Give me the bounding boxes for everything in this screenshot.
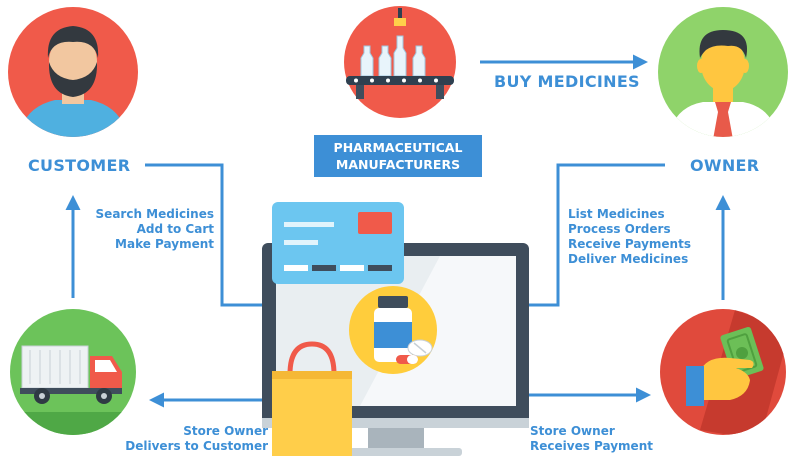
owner-action: Process Orders — [568, 222, 671, 236]
owner-avatar-icon — [658, 7, 788, 137]
delivery-line: Delivers to Customer — [125, 439, 268, 453]
customer-action: Search Medicines — [95, 207, 214, 221]
owner-label: OWNER — [690, 156, 760, 175]
customer-avatar-icon — [8, 7, 138, 137]
customer-actions-label: Search Medicines Add to Cart Make Paymen… — [92, 207, 214, 252]
manufacturers-line-1: PHARMACEUTICAL — [333, 140, 463, 155]
owner-actions-label: List Medicines Process Orders Receive Pa… — [568, 207, 691, 267]
owner-action: Deliver Medicines — [568, 252, 689, 266]
manufacturers-box: PHARMACEUTICAL MANUFACTURERS — [314, 135, 482, 177]
factory-bottles-icon — [344, 6, 456, 118]
delivery-label: Store Owner Delivers to Customer — [118, 424, 268, 454]
delivery-line: Store Owner — [183, 424, 268, 438]
buy-medicines-label: BUY MEDICINES — [494, 72, 640, 91]
payment-label: Store Owner Receives Payment — [530, 424, 653, 454]
manufacturers-line-2: MANUFACTURERS — [335, 157, 461, 172]
customer-label: CUSTOMER — [28, 156, 131, 175]
customer-action: Make Payment — [115, 237, 214, 251]
owner-action: List Medicines — [568, 207, 665, 221]
shopping-bag-icon — [272, 341, 352, 456]
medicine-bottle-icon — [349, 286, 437, 374]
customer-action: Add to Cart — [136, 222, 214, 236]
money-hand-icon — [660, 309, 786, 435]
owner-action: Receive Payments — [568, 237, 691, 251]
payment-line: Receives Payment — [530, 439, 653, 453]
credit-card-icon — [272, 202, 404, 284]
delivery-truck-icon — [10, 309, 136, 435]
payment-line: Store Owner — [530, 424, 615, 438]
